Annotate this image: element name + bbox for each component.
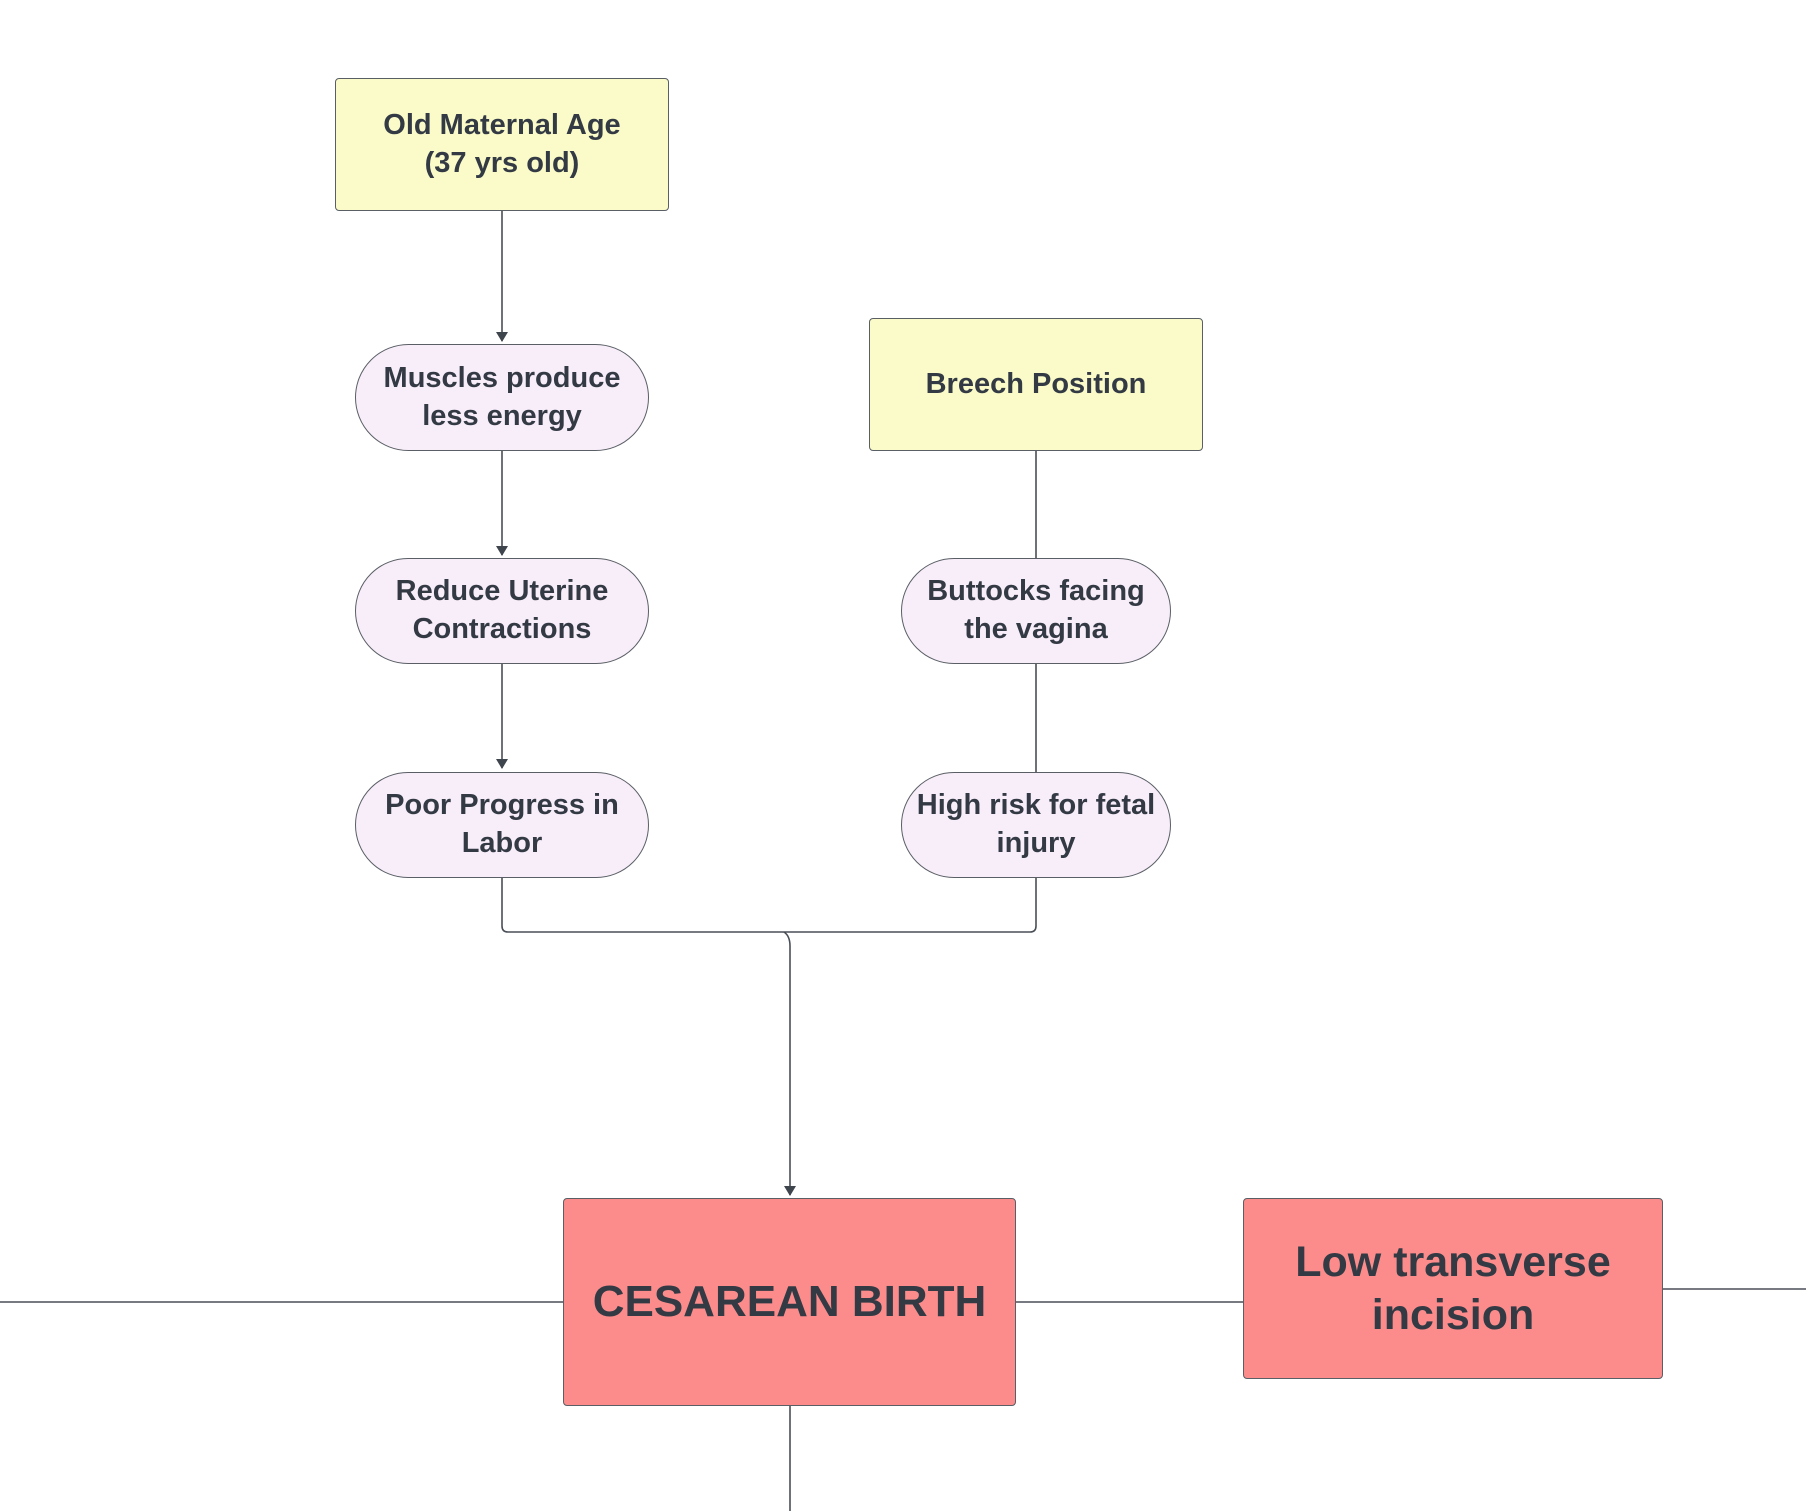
node-cesarean-birth[interactable]: CESAREAN BIRTH <box>563 1198 1016 1406</box>
node-buttocks-facing-vagina-label: Buttocks facing the vagina <box>927 575 1145 645</box>
node-poor-progress-in-labor-label: Poor Progress in Labor <box>385 789 619 859</box>
node-low-transverse-incision-label: Low transverse incision <box>1295 1238 1611 1339</box>
arrow-merge-to-cesarean <box>783 931 796 1196</box>
node-poor-progress-in-labor[interactable]: Poor Progress in Labor <box>355 772 649 878</box>
merge-connector <box>501 878 1037 933</box>
node-reduce-uterine-contractions-label: Reduce Uterine Contractions <box>395 575 609 645</box>
node-reduce-uterine-contractions[interactable]: Reduce Uterine Contractions <box>355 558 649 664</box>
node-muscles-less-energy-label: Muscles produce less energy <box>383 361 621 432</box>
node-low-transverse-incision[interactable]: Low transverse incision <box>1243 1198 1663 1379</box>
node-high-risk-fetal-injury[interactable]: High risk for fetal injury <box>901 772 1171 878</box>
node-breech-position-label: Breech Position <box>925 367 1147 400</box>
node-old-maternal-age[interactable]: Old Maternal Age (37 yrs old) <box>335 78 669 211</box>
node-muscles-less-energy[interactable]: Muscles produce less energy <box>355 344 649 451</box>
node-buttocks-facing-vagina[interactable]: Buttocks facing the vagina <box>901 558 1171 664</box>
node-breech-position[interactable]: Breech Position <box>869 318 1203 451</box>
node-cesarean-birth-label: CESAREAN BIRTH <box>592 1277 987 1327</box>
node-old-maternal-age-label: Old Maternal Age (37 yrs old) <box>383 108 621 179</box>
node-high-risk-fetal-injury-label: High risk for fetal injury <box>916 789 1156 859</box>
